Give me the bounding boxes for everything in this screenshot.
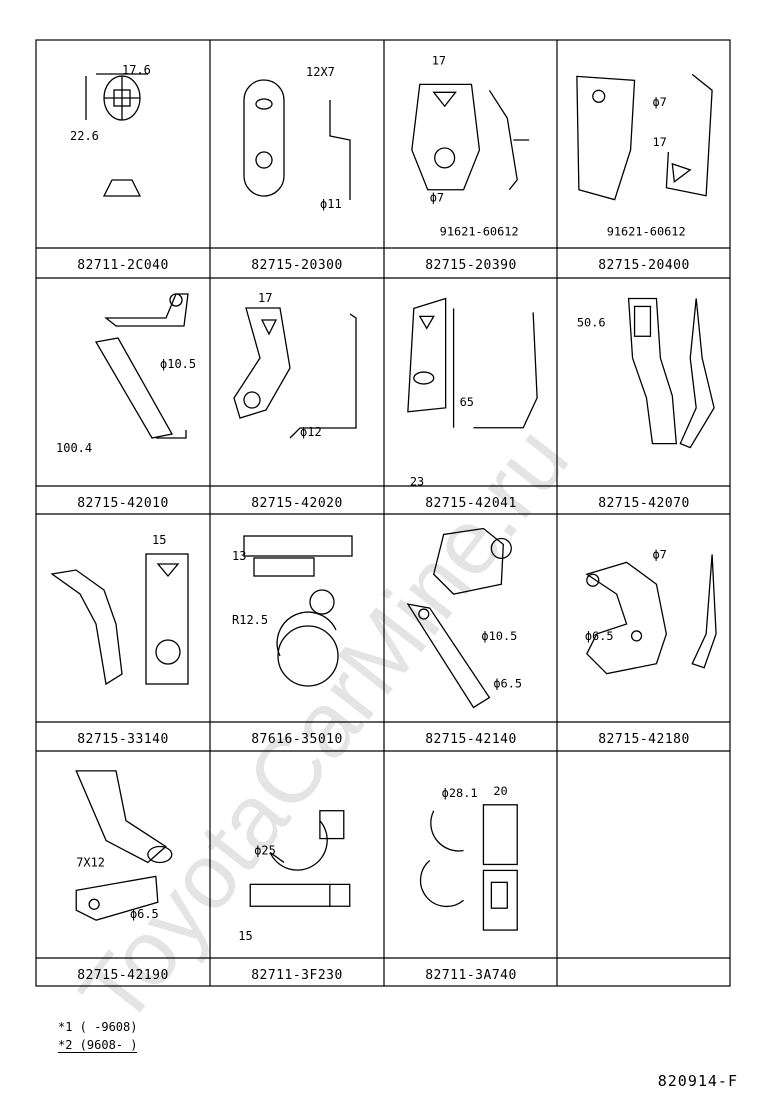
diagram-code: 820914-F xyxy=(657,1072,738,1090)
part-cell: 17ϕ1291656-6061682715-42020 xyxy=(210,278,384,516)
part-cell: 15 ϕ7 82715-33140 xyxy=(36,514,210,752)
dimension-label: 23 xyxy=(410,474,424,486)
dimension-label: 12X7 xyxy=(306,65,335,79)
dimension-label: ϕ7 xyxy=(120,721,134,722)
dimension-label: ϕ11 xyxy=(320,197,342,211)
dimension-label: 65 xyxy=(460,395,474,409)
dimension-label: ϕ6.5 xyxy=(493,677,522,691)
part-drawing: 50.640.2 xyxy=(577,297,715,514)
dimension-label: 17 xyxy=(652,135,666,149)
dimension-label: 17 xyxy=(432,53,446,67)
dimension-label: 50.6 xyxy=(577,315,606,329)
dimension-label: ϕ7 xyxy=(430,191,444,205)
part-cell: 17 ϕ7 91621-60612 82715-20390 xyxy=(384,40,557,278)
part-number: 82711-3A740 xyxy=(425,968,517,983)
dimension-label: ϕ25 xyxy=(254,844,276,858)
dimension-label: ϕ7 xyxy=(652,95,666,109)
part-drawing: 65 23 xyxy=(407,297,538,488)
part-cell: ϕ7 17 91621-60612 82715-20400 xyxy=(557,40,730,278)
part-drawing: ϕ7 ϕ6.5 xyxy=(585,547,717,675)
dimension-label: R12.5 xyxy=(232,613,268,627)
dimension-label: ϕ28.1 xyxy=(442,786,478,800)
part-cell: 17.6 22.6 82711-2C040 xyxy=(36,40,210,278)
dimension-label: 7X12 xyxy=(76,855,105,869)
part-drawing: ϕ28.1 20 xyxy=(419,784,518,931)
dimension-label: ϕ10.5 xyxy=(481,629,517,643)
dimension-label: 20 xyxy=(493,784,507,798)
part-number: 82711-3F230 xyxy=(251,968,343,983)
dimension-label: ϕ12 xyxy=(300,425,322,439)
part-cell: ϕ28.1 20 82711-3A740 xyxy=(384,751,557,988)
dimension-label: ϕ6.5 xyxy=(130,907,159,921)
part-number: 82715-42010 xyxy=(77,496,169,511)
dimension-label: 13 xyxy=(232,549,246,563)
part-drawing: 17ϕ1291656-60616 xyxy=(233,291,357,513)
part-cell: ϕ7 ϕ6.5 82715-42180 xyxy=(557,514,730,752)
part-drawing: 17.6 22.6 xyxy=(70,63,151,197)
note-2: *2 (9608- ) xyxy=(58,1038,138,1053)
part-number: 82715-42041 xyxy=(425,496,517,511)
dimension-label: 91621-60612 xyxy=(607,224,686,238)
dimension-label: ϕ10.5 xyxy=(160,357,196,371)
part-cell: ϕ10.5 ϕ6.5 82715-42140 xyxy=(384,514,557,752)
part-number: 87616-35010 xyxy=(251,732,343,747)
part-drawing: ϕ25 15 xyxy=(238,810,351,943)
dimension-label: 91621-60612 xyxy=(440,224,519,238)
dimension-label: 15 xyxy=(238,929,252,943)
part-number: 82715-42020 xyxy=(251,496,343,511)
dimension-label: 15 xyxy=(152,533,166,547)
part-cell: 12X7 ϕ11 82715-20300 xyxy=(210,40,384,278)
part-number: 82715-20400 xyxy=(598,258,690,273)
part-drawing: ϕ7 17 91621-60612 xyxy=(576,73,713,238)
note-1: *1 ( -9608) xyxy=(58,1020,138,1034)
part-number: 82715-20390 xyxy=(425,258,517,273)
part-number: 82715-42070 xyxy=(598,496,690,511)
part-number: 82715-42180 xyxy=(598,732,690,747)
dimension-label: 17 xyxy=(258,291,272,305)
part-drawing: 12X7 ϕ11 xyxy=(243,65,351,211)
dimension-label: 100.4 xyxy=(56,441,92,455)
dimension-label: 22.6 xyxy=(70,129,99,143)
part-cell: 7X12 ϕ6.5 82715-42190 xyxy=(36,751,210,988)
dimension-label: ϕ7 xyxy=(652,547,666,561)
part-cell xyxy=(557,751,730,988)
part-number: 82715-33140 xyxy=(77,732,169,747)
part-drawing: 17 ϕ7 91621-60612 xyxy=(411,53,530,238)
part-number: 82715-42190 xyxy=(77,968,169,983)
part-number: 82715-20300 xyxy=(251,258,343,273)
dimension-label: 17.6 xyxy=(122,63,151,77)
part-drawing: 15 ϕ7 xyxy=(50,533,189,735)
part-drawing: 7X12 ϕ6.5 xyxy=(75,770,173,921)
part-number: 82711-2C040 xyxy=(77,258,169,273)
part-drawing xyxy=(557,751,730,958)
part-cell: ϕ25 15 82711-3F230 xyxy=(210,751,384,988)
part-number: 82715-42140 xyxy=(425,732,517,747)
dimension-label: ϕ6.5 xyxy=(585,629,614,643)
part-drawing: ϕ10.5 ϕ6.5 xyxy=(406,527,522,709)
